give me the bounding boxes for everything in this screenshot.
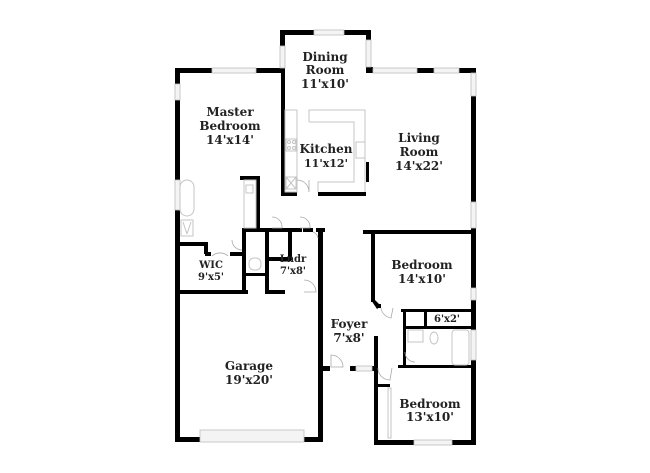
room-name: Master (206, 105, 254, 119)
room-name: Room (306, 63, 345, 77)
room-name: Bedroom (391, 258, 452, 272)
room-label-closet: 6'x2' (434, 314, 460, 325)
room-name: Room (400, 145, 439, 159)
room-label-kitchen: Kitchen 11'x12' (300, 142, 353, 170)
room-name: WIC (198, 260, 223, 271)
walls (175, 30, 476, 445)
room-label-bedroom-2: Bedroom 13'x10' (399, 397, 460, 424)
room-label-master-bedroom: Master Bedroom 14'x14' (199, 105, 260, 147)
room-size: 13'x10' (406, 410, 454, 424)
windows (174, 29, 477, 446)
room-size: 11'x12' (304, 157, 348, 170)
room-name: Kitchen (300, 142, 353, 156)
room-name: Lndr (280, 254, 307, 265)
room-size: 7'x8' (280, 266, 306, 277)
room-label-foyer: Foyer 7'x8' (331, 317, 368, 345)
room-name: Living (398, 131, 440, 145)
room-label-wic: WIC 9'x5' (198, 260, 224, 283)
room-size: 6'x2' (434, 314, 460, 325)
room-name: Bedroom (399, 397, 460, 411)
room-label-garage: Garage 19'x20' (225, 359, 274, 387)
room-label-dining-room: Dining Room 11'x10' (301, 50, 349, 91)
room-label-bedroom-1: Bedroom 14'x10' (391, 258, 452, 286)
room-label-laundry: Lndr 7'x8' (280, 254, 307, 277)
room-size: 14'x22' (395, 159, 443, 173)
room-size: 11'x10' (301, 77, 349, 91)
room-name: Garage (225, 359, 274, 373)
room-name: Foyer (331, 317, 368, 331)
room-size: 7'x8' (333, 331, 364, 345)
room-size: 14'x14' (206, 133, 254, 147)
room-label-living-room: Living Room 14'x22' (395, 131, 443, 173)
room-name: Dining (302, 50, 348, 64)
door-swings (211, 179, 416, 381)
room-size: 19'x20' (225, 373, 273, 387)
room-name: Bedroom (199, 119, 260, 133)
room-size: 14'x10' (398, 272, 446, 286)
fixtures (179, 109, 470, 439)
room-size: 9'x5' (198, 272, 224, 283)
